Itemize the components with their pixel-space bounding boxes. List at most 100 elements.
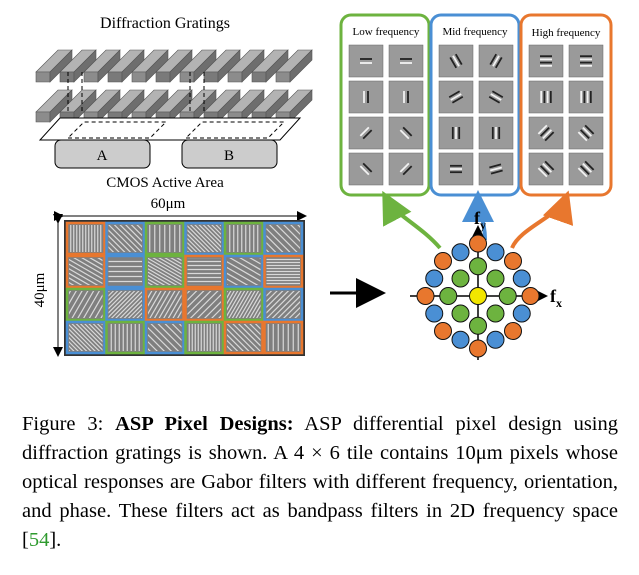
frequency-panel bbox=[519, 13, 613, 197]
figure-caption: Figure 3: ASP Pixel Designs: ASP differe… bbox=[22, 410, 618, 555]
grating-bar bbox=[179, 49, 217, 83]
fy-axis-label: fy bbox=[474, 208, 486, 232]
pixel-tile bbox=[184, 221, 225, 256]
grating-bar bbox=[107, 89, 145, 123]
figure-3: Diffraction Gratings A B CMOS Active Are… bbox=[32, 13, 613, 360]
pixel-tile bbox=[105, 287, 146, 322]
gabor-thumbnail bbox=[568, 44, 604, 78]
pixel-tile bbox=[105, 320, 146, 355]
pixel-tile bbox=[144, 320, 185, 355]
pixel-tile bbox=[184, 254, 225, 289]
caption-prefix: Figure 3: bbox=[22, 413, 116, 435]
panel-label-low: Low frequency bbox=[353, 26, 420, 38]
frequency-dot bbox=[469, 339, 487, 358]
frequency-dot bbox=[451, 330, 470, 349]
frequency-dot bbox=[434, 322, 452, 340]
frequency-dot bbox=[486, 269, 505, 288]
frequency-dot bbox=[521, 287, 540, 305]
frequency-dot bbox=[486, 304, 505, 323]
frequency-dot bbox=[469, 287, 487, 305]
pixel-tile bbox=[105, 254, 146, 289]
gabor-thumbnail bbox=[388, 152, 424, 186]
frequency-dot bbox=[498, 287, 517, 305]
pixel-tile bbox=[65, 254, 106, 289]
frequency-dot bbox=[504, 322, 522, 340]
frequency-dot bbox=[439, 287, 458, 305]
grating-bar bbox=[107, 49, 145, 83]
gabor-thumbnail bbox=[438, 116, 474, 150]
panel-label-mid: Mid frequency bbox=[442, 26, 508, 38]
gabor-thumbnail bbox=[388, 80, 424, 114]
grating-bar bbox=[35, 89, 73, 123]
frequency-dot bbox=[434, 252, 452, 270]
gabor-thumbnail bbox=[438, 80, 474, 114]
pixel-tile bbox=[105, 221, 146, 256]
cmos-sensor: A B bbox=[38, 117, 302, 169]
gabor-thumbnail bbox=[478, 152, 514, 186]
grating-bar bbox=[227, 49, 265, 83]
gabor-thumbnail bbox=[388, 44, 424, 78]
grating-bar bbox=[155, 89, 193, 123]
grating-bar bbox=[35, 49, 73, 83]
frequency-dot bbox=[469, 316, 487, 335]
pixel-tile bbox=[223, 287, 264, 322]
gabor-thumbnail bbox=[568, 116, 604, 150]
diffraction-gratings bbox=[35, 49, 313, 123]
pixel-tile bbox=[223, 254, 264, 289]
frequency-dot bbox=[416, 287, 435, 305]
frequency-dot bbox=[451, 304, 470, 323]
frequency-panels bbox=[339, 13, 613, 197]
fx-axis-label: fx bbox=[550, 286, 562, 310]
grating-title: Diffraction Gratings bbox=[100, 15, 230, 32]
gabor-thumbnail bbox=[438, 152, 474, 186]
gabor-thumbnail bbox=[568, 80, 604, 114]
gabor-thumbnail bbox=[528, 44, 564, 78]
grating-bar bbox=[131, 49, 169, 83]
caption-title: ASP Pixel Designs: bbox=[115, 413, 294, 435]
grating-bar bbox=[275, 49, 313, 83]
frequency-panel bbox=[339, 13, 431, 197]
citation-link[interactable]: 54 bbox=[28, 529, 50, 551]
pixel-tile bbox=[263, 320, 304, 355]
sensor-b-label: B bbox=[224, 148, 234, 164]
frequency-dot bbox=[469, 257, 487, 276]
gabor-thumbnail bbox=[528, 80, 564, 114]
width-label: 60μm bbox=[151, 196, 186, 212]
frequency-dot bbox=[512, 269, 531, 288]
grating-bar bbox=[203, 49, 241, 83]
gabor-thumbnail bbox=[348, 152, 384, 186]
frequency-panel bbox=[429, 13, 521, 197]
caption-suffix: ]. bbox=[49, 529, 62, 551]
pixel-tile bbox=[144, 287, 185, 322]
pixel-tile bbox=[65, 221, 106, 256]
frequency-dot bbox=[504, 252, 522, 270]
pixel-tile bbox=[65, 320, 106, 355]
gabor-thumbnail bbox=[438, 44, 474, 78]
grating-bar bbox=[83, 49, 121, 83]
gabor-thumbnail bbox=[478, 80, 514, 114]
gabor-thumbnail bbox=[478, 116, 514, 150]
pixel-tile bbox=[263, 287, 304, 322]
pixel-tile-grid bbox=[64, 220, 305, 356]
gabor-thumbnail bbox=[528, 152, 564, 186]
grating-bar bbox=[155, 49, 193, 83]
frequency-dot bbox=[425, 269, 444, 288]
arrow-to-high bbox=[510, 190, 574, 249]
gabor-thumbnail bbox=[478, 44, 514, 78]
sensor-a-label: A bbox=[97, 148, 108, 164]
frequency-dot bbox=[451, 269, 470, 288]
pixel-tile bbox=[263, 221, 304, 256]
pixel-tile bbox=[184, 320, 225, 355]
pixel-tile bbox=[144, 221, 185, 256]
frequency-plot: fx fy bbox=[410, 208, 562, 360]
pixel-tile bbox=[263, 254, 304, 289]
arrow-to-low bbox=[382, 190, 442, 250]
gabor-thumbnail bbox=[388, 116, 424, 150]
caption-body: ASP differential pixel design using diff… bbox=[22, 413, 618, 551]
gabor-thumbnail bbox=[348, 116, 384, 150]
gabor-thumbnail bbox=[348, 44, 384, 78]
gabor-thumbnail bbox=[568, 152, 604, 186]
frequency-dot bbox=[425, 304, 444, 323]
pixel-tile bbox=[223, 221, 264, 256]
pixel-tile bbox=[65, 287, 106, 322]
